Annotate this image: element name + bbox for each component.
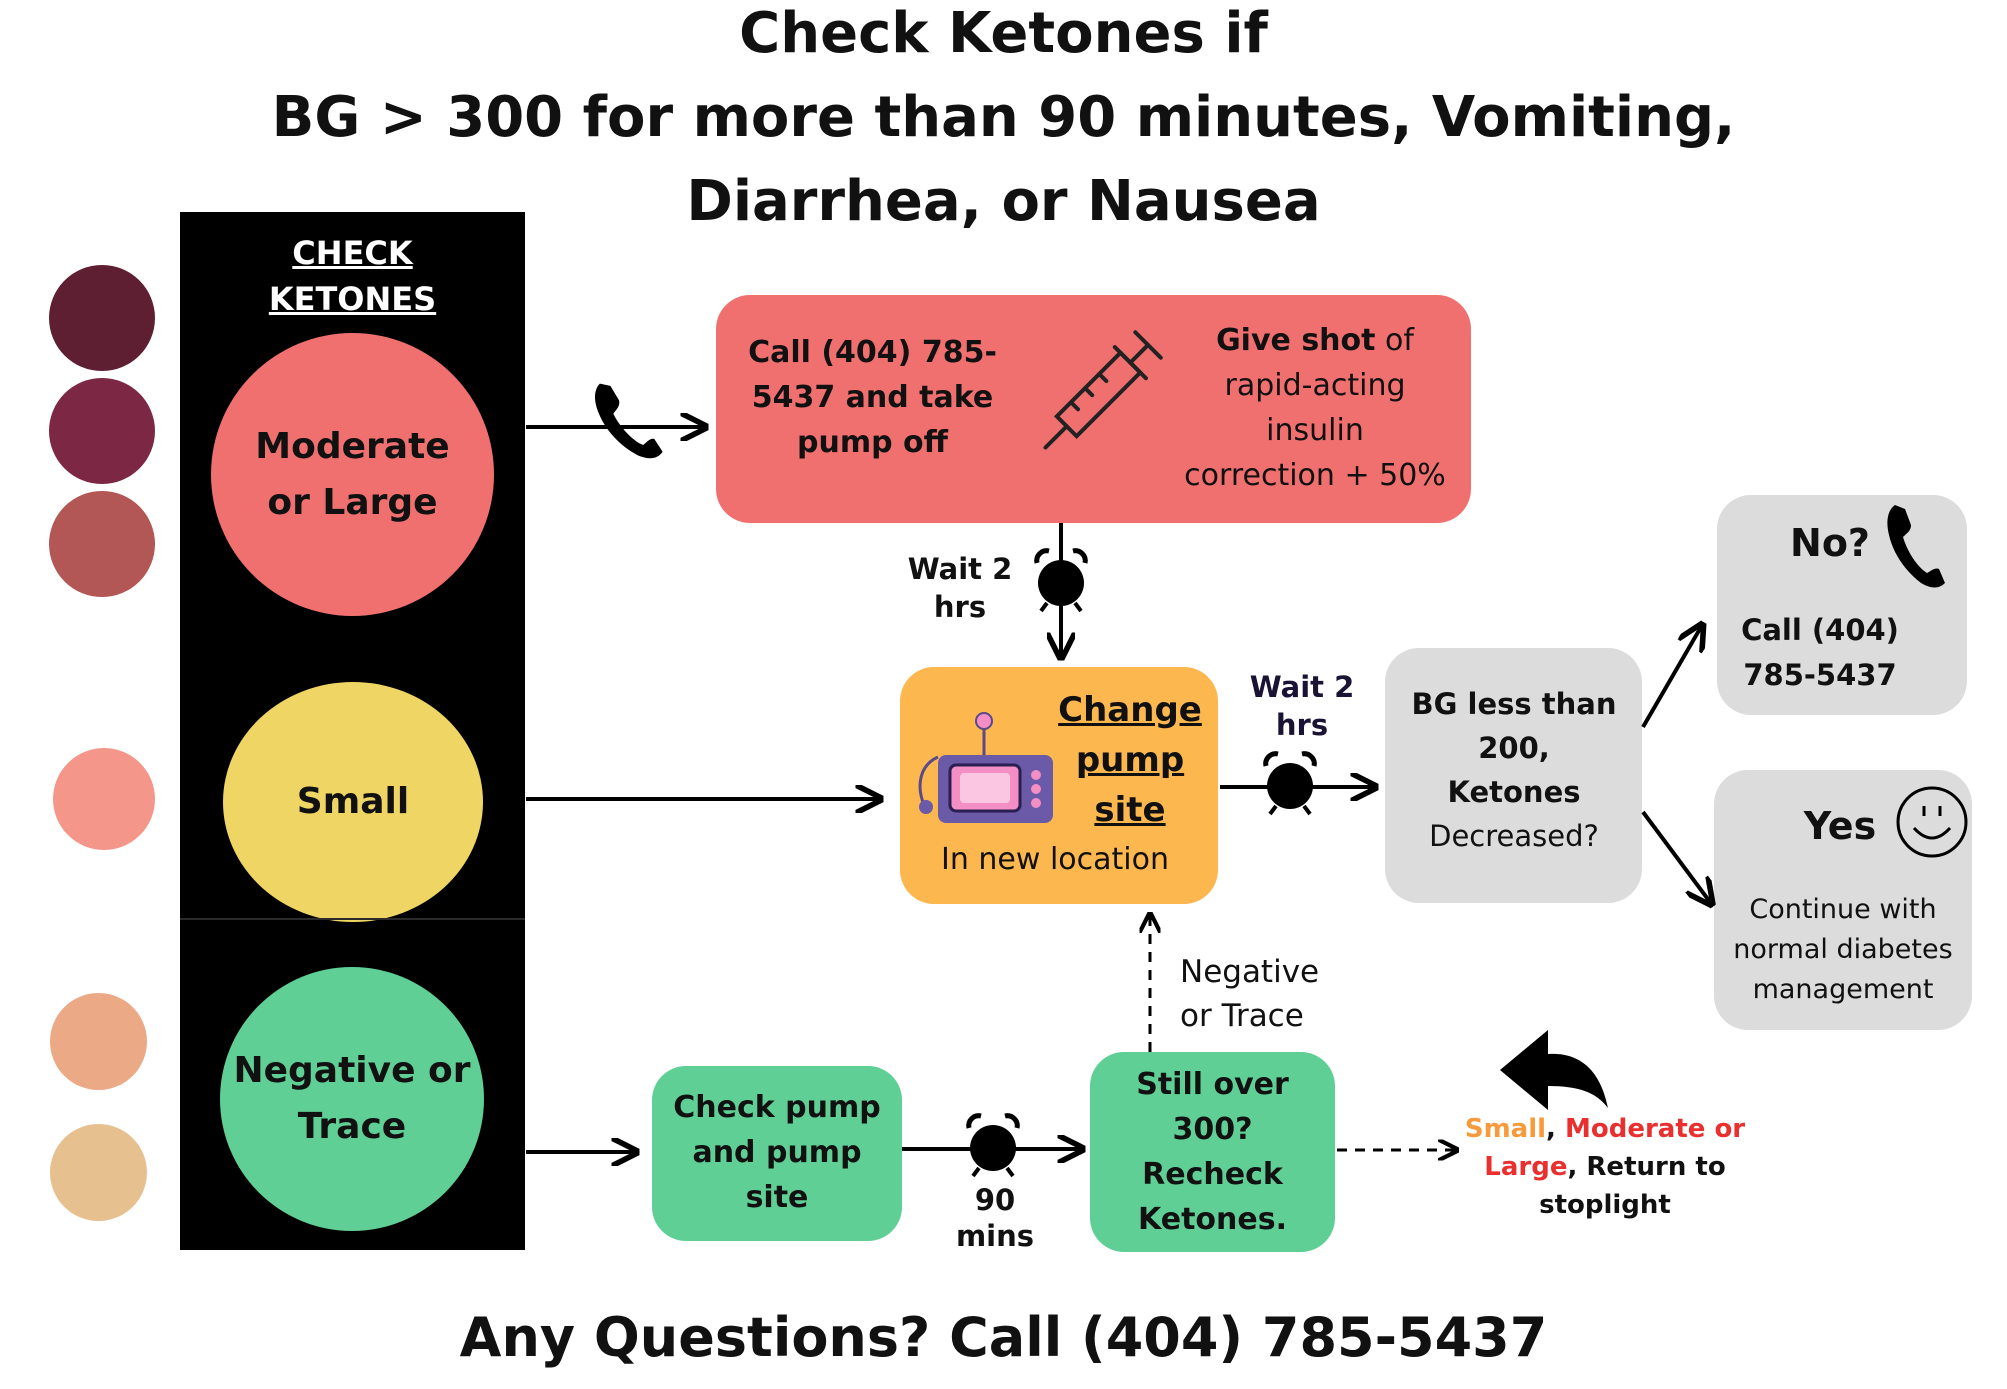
- no-label: No?: [1790, 521, 1870, 565]
- footer-call: Any Questions? Call (404) 785-5437: [459, 1306, 1548, 1369]
- color-dot-3: [49, 491, 155, 597]
- return-arrow-icon: [1500, 1030, 1608, 1110]
- yes-continue-box: [1714, 770, 1972, 1030]
- alarm-clock-icon: [1034, 548, 1088, 613]
- stoplight-heading: CHECK KETONES: [268, 234, 437, 318]
- color-dot-6: [50, 1124, 147, 1221]
- alarm-clock-icon: [1263, 751, 1317, 816]
- change-pump-site-title: Change pump site: [1058, 690, 1202, 830]
- call-and-shot-box: [716, 295, 1471, 523]
- new-location-text: In new location: [941, 842, 1169, 877]
- give-shot-text: Give shot of rapid-acting insulin correc…: [1184, 323, 1446, 493]
- syringe-icon: [1043, 330, 1163, 450]
- light-small: Small: [223, 682, 483, 922]
- arrow-question-to-yes: [1641, 810, 1710, 902]
- smiley-icon: [1896, 786, 1968, 858]
- return-to-stoplight-note: Small, Moderate or Large, Return to stop…: [1464, 1114, 1746, 1220]
- color-dot-1: [49, 265, 155, 371]
- alarm-clock-icon: [966, 1113, 1020, 1178]
- check-pump-text: Check pump and pump site: [673, 1090, 881, 1215]
- color-dot-4: [53, 748, 155, 850]
- yes-continue-text: Continue with normal diabetes management: [1733, 894, 1953, 1005]
- phone-icon: [595, 383, 663, 459]
- bg-question-box: [1385, 648, 1642, 903]
- color-dot-5: [50, 993, 147, 1090]
- call-pump-off-text: Call (404) 785- 5437 and take pump off: [748, 335, 997, 460]
- recheck-ketones-text: Still over 300? Recheck Ketones.: [1136, 1067, 1289, 1237]
- page-title: Check Ketones if BG > 300 for more than …: [0, 0, 2007, 244]
- negative-or-trace-label: Negative or Trace: [1180, 954, 1320, 1034]
- bg-question-text: BG less than 200, Ketones Decreased?: [1411, 687, 1617, 853]
- wait-2-hrs-mid: Wait 2 hrs: [1249, 670, 1355, 742]
- yes-label: Yes: [1803, 804, 1877, 848]
- moderate-word: Moderate or: [1564, 1114, 1746, 1144]
- recheck-ketones-box: [1090, 1052, 1335, 1252]
- wait-2-hrs-top: Wait 2 hrs: [907, 552, 1013, 624]
- stoplight-divider: [180, 918, 525, 920]
- phone-icon: [1887, 505, 1945, 588]
- title-line-1: Check Ketones if: [739, 1, 1268, 66]
- check-pump-box: [652, 1066, 902, 1241]
- no-call-box: [1717, 495, 1967, 715]
- arrow-question-to-no: [1641, 627, 1701, 729]
- title-line-3: Diarrhea, or Nausea: [686, 169, 1321, 234]
- no-call-text: Call (404) 785-5437: [1741, 613, 1899, 692]
- small-word: Small: [1464, 1114, 1547, 1144]
- large-word: Large: [1484, 1152, 1568, 1182]
- title-line-2: BG > 300 for more than 90 minutes, Vomit…: [271, 85, 1736, 150]
- insulin-pump-icon: [918, 712, 1053, 823]
- wait-90-mins: 90 mins: [955, 1183, 1035, 1253]
- color-dot-2: [49, 378, 155, 484]
